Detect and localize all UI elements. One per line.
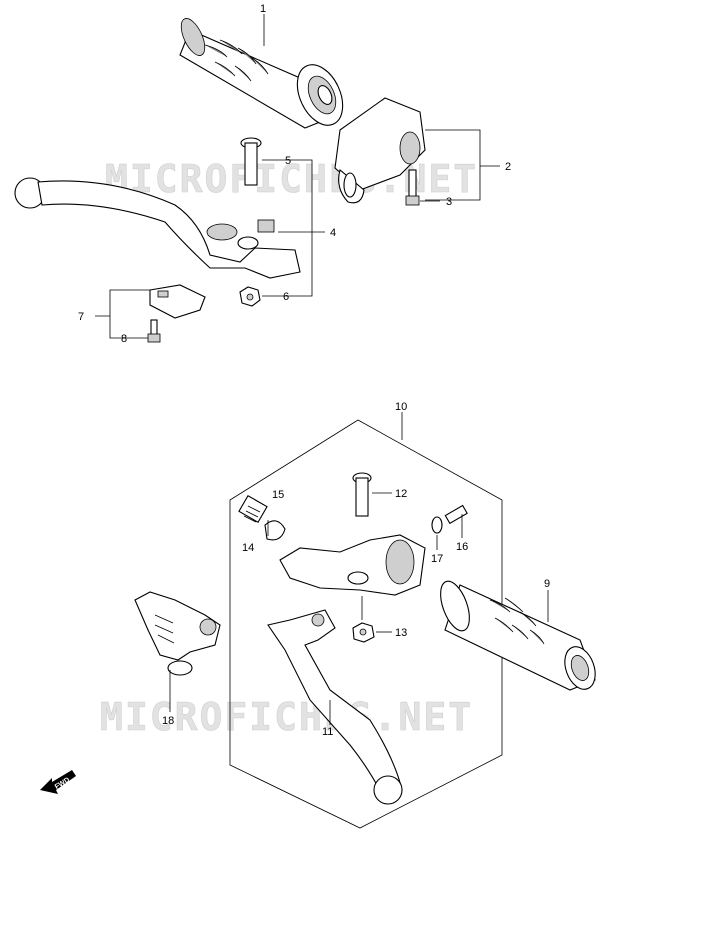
callout-14: 14: [242, 542, 254, 554]
callout-3: 3: [446, 196, 452, 208]
watermark-top: MICROFICHES.NET: [105, 157, 478, 201]
assembly-boundary: [229, 419, 503, 829]
callout-6: 6: [283, 291, 289, 303]
spring-15: [264, 520, 286, 541]
bolt-12: [352, 472, 372, 517]
screw-3: [405, 169, 420, 206]
callout-16: 16: [456, 541, 468, 553]
callout-15: 15: [272, 489, 284, 501]
fwd-arrow-icon: FWD: [40, 770, 76, 794]
callout-18: 18: [162, 715, 174, 727]
switch-18: [134, 591, 221, 676]
callout-5: 5: [285, 155, 291, 167]
callout-7: 7: [78, 311, 84, 323]
fwd-label: FWD: [54, 777, 71, 791]
lever-top: [14, 177, 301, 279]
callout-4: 4: [330, 227, 336, 239]
lever-bottom: [267, 609, 403, 805]
grip-left: [179, 18, 344, 129]
lever-bracket: [279, 534, 426, 596]
callout-12: 12: [395, 488, 407, 500]
adjuster-14: [238, 494, 268, 524]
callout-1: 1: [260, 3, 266, 15]
bolt-5: [240, 137, 262, 186]
watermark-bottom: MICROFICHES.NET: [100, 695, 473, 739]
washer-17: [431, 516, 443, 534]
grip-right: [440, 580, 596, 691]
callout-8: 8: [121, 333, 127, 345]
nut-6: [239, 286, 261, 307]
lever-switch: [149, 284, 206, 319]
callout-9: 9: [544, 578, 550, 590]
callout-2: 2: [505, 161, 511, 173]
callout-17: 17: [431, 553, 443, 565]
screw-8: [147, 319, 161, 343]
nut-13: [352, 622, 375, 643]
bolt-16: [444, 504, 468, 525]
callout-10: 10: [395, 401, 407, 413]
throttle-housing: [334, 97, 426, 204]
callout-13: 13: [395, 627, 407, 639]
callout-11: 11: [322, 726, 333, 738]
